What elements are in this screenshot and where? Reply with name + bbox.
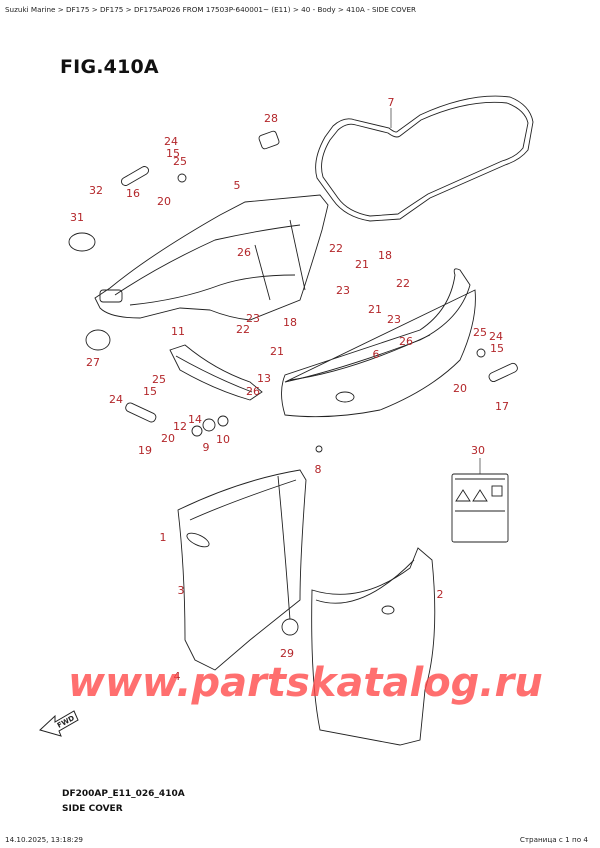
breadcrumb: Suzuki Marine > DF175 > DF175 > DF175AP0… xyxy=(5,5,417,14)
callout-11[interactable]: 11 xyxy=(171,325,185,338)
callout-19[interactable]: 19 xyxy=(138,444,152,457)
callout-28[interactable]: 28 xyxy=(264,112,278,125)
callout-2[interactable]: 2 xyxy=(437,588,444,601)
hardware-parts xyxy=(68,130,518,636)
callout-22b[interactable]: 22 xyxy=(396,277,410,290)
callout-24[interactable]: 24 xyxy=(164,135,178,148)
footer-page-info: Страница с 1 по 4 xyxy=(519,835,588,844)
footer-timestamp: 14.10.2025, 13:18:29 xyxy=(5,835,84,844)
watermark: www.partskatalog.ru xyxy=(68,660,543,706)
callout-15c[interactable]: 15 xyxy=(143,385,157,398)
callout-7[interactable]: 7 xyxy=(388,96,395,109)
callout-23c[interactable]: 23 xyxy=(246,312,260,325)
callout-12[interactable]: 12 xyxy=(173,420,187,433)
callout-18[interactable]: 18 xyxy=(378,249,392,262)
callout-18b[interactable]: 18 xyxy=(283,316,297,329)
callout-15b[interactable]: 15 xyxy=(490,342,504,355)
callout-22c[interactable]: 22 xyxy=(236,323,250,336)
seal-gasket-7[interactable] xyxy=(315,95,534,222)
callout-17[interactable]: 17 xyxy=(495,400,509,413)
callout-20c[interactable]: 20 xyxy=(161,432,175,445)
callout-13[interactable]: 13 xyxy=(257,372,271,385)
callout-10[interactable]: 10 xyxy=(216,433,230,446)
callout-23[interactable]: 23 xyxy=(336,284,350,297)
callout-16[interactable]: 16 xyxy=(126,187,140,200)
fwd-arrow-icon: FWD xyxy=(39,710,79,737)
callout-26b[interactable]: 26 xyxy=(399,335,413,348)
callout-24c[interactable]: 24 xyxy=(109,393,123,406)
callout-4[interactable]: 4 xyxy=(174,670,181,683)
callout-30[interactable]: 30 xyxy=(471,444,485,457)
callout-labels: 1234567891011121314151617181920212223242… xyxy=(70,96,509,683)
callout-5[interactable]: 5 xyxy=(234,179,241,192)
callout-21b[interactable]: 21 xyxy=(368,303,382,316)
lower-side-cover-6[interactable] xyxy=(281,268,476,418)
callout-32[interactable]: 32 xyxy=(89,184,103,197)
callout-26[interactable]: 26 xyxy=(237,246,251,259)
callout-9[interactable]: 9 xyxy=(203,441,210,454)
upper-side-cover-5[interactable] xyxy=(94,194,329,321)
callout-22[interactable]: 22 xyxy=(329,242,343,255)
warning-label-30[interactable] xyxy=(451,458,509,543)
callout-14[interactable]: 14 xyxy=(188,413,202,426)
callout-15[interactable]: 15 xyxy=(166,147,180,160)
callout-21c[interactable]: 21 xyxy=(270,345,284,358)
side-cover-1[interactable] xyxy=(177,469,307,671)
bracket-11[interactable] xyxy=(169,344,263,401)
callout-1[interactable]: 1 xyxy=(160,531,167,544)
callout-20[interactable]: 20 xyxy=(157,195,171,208)
callout-20b[interactable]: 20 xyxy=(453,382,467,395)
callout-23b[interactable]: 23 xyxy=(387,313,401,326)
callout-31[interactable]: 31 xyxy=(70,211,84,224)
side-cover-2[interactable] xyxy=(311,547,436,746)
callout-27[interactable]: 27 xyxy=(86,356,100,369)
callout-21[interactable]: 21 xyxy=(355,258,369,271)
callout-25c[interactable]: 25 xyxy=(152,373,166,386)
callout-3[interactable]: 3 xyxy=(178,584,185,597)
callout-25[interactable]: 25 xyxy=(173,155,187,168)
callout-25b[interactable]: 25 xyxy=(473,326,487,339)
callout-8[interactable]: 8 xyxy=(315,463,322,476)
callout-29[interactable]: 29 xyxy=(280,647,294,660)
callout-6[interactable]: 6 xyxy=(373,348,380,361)
callout-26c[interactable]: 26 xyxy=(246,385,260,398)
drawing-code: DF200AP_E11_026_410A xyxy=(62,789,185,799)
drawing-name: SIDE COVER xyxy=(62,804,123,814)
callout-24b[interactable]: 24 xyxy=(489,330,503,343)
figure-title: FIG.410A xyxy=(60,56,159,78)
